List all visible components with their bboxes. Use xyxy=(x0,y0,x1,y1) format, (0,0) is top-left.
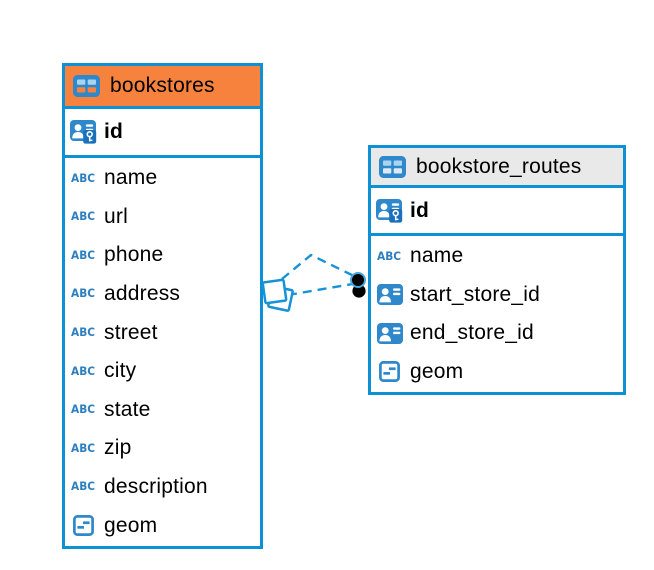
column-name: name xyxy=(104,166,158,190)
column-row-geom[interactable]: geom xyxy=(371,353,623,392)
relationship-line-lower[interactable] xyxy=(287,282,354,297)
relationship-source-marker[interactable] xyxy=(261,278,294,312)
primary-key-name: id xyxy=(410,198,430,222)
primary-key-name: id xyxy=(104,120,124,143)
column-row-url[interactable]: ABC url xyxy=(65,198,260,237)
column-name: street xyxy=(104,320,158,344)
relationship-target-marker[interactable] xyxy=(350,272,366,298)
column-name: end_store_id xyxy=(410,321,534,345)
reference-type-icon xyxy=(375,284,404,306)
column-row-city[interactable]: ABC city xyxy=(65,352,260,391)
column-name: url xyxy=(104,204,128,228)
table-icon xyxy=(378,155,407,178)
column-row-name[interactable]: ABC name xyxy=(65,159,260,198)
column-name: state xyxy=(104,397,151,421)
text-type-icon: ABC xyxy=(71,247,96,262)
relationship-line-upper[interactable] xyxy=(281,253,357,280)
column-name: name xyxy=(410,244,464,268)
column-name: description xyxy=(104,475,208,499)
column-name: start_store_id xyxy=(410,282,541,306)
primary-key-icon xyxy=(375,198,404,223)
table-icon xyxy=(72,75,101,97)
table-title: bookstores xyxy=(110,74,215,97)
column-row-name[interactable]: ABC name xyxy=(371,237,623,276)
text-type-icon: ABC xyxy=(377,248,402,263)
column-name: geom xyxy=(104,513,158,537)
column-list: ABC name ABC url ABC phone ABC address A… xyxy=(65,158,260,546)
column-row-street[interactable]: ABC street xyxy=(65,313,260,352)
column-row-geom[interactable]: geom xyxy=(65,506,260,545)
table-routes-header[interactable]: bookstore_routes xyxy=(371,148,623,188)
table-bookstores[interactable]: bookstores id ABC name ABC url ABC phone… xyxy=(62,63,263,549)
text-type-icon: ABC xyxy=(71,363,96,378)
primary-key-row[interactable]: id xyxy=(371,188,623,236)
column-name: phone xyxy=(104,243,164,267)
text-type-icon: ABC xyxy=(71,402,96,417)
text-type-icon: ABC xyxy=(71,170,96,185)
column-name: zip xyxy=(104,436,132,460)
column-name: address xyxy=(104,282,181,306)
column-row-start_store_id[interactable]: start_store_id xyxy=(371,276,623,315)
primary-key-row[interactable]: id xyxy=(65,109,260,158)
column-name: city xyxy=(104,359,137,383)
column-name: geom xyxy=(410,359,464,383)
text-type-icon: ABC xyxy=(71,479,96,494)
text-type-icon: ABC xyxy=(71,324,96,339)
column-row-state[interactable]: ABC state xyxy=(65,391,260,430)
column-row-phone[interactable]: ABC phone xyxy=(65,236,260,275)
geometry-type-icon xyxy=(69,515,98,537)
geometry-type-icon xyxy=(375,361,404,383)
table-bookstores-header[interactable]: bookstores xyxy=(65,66,260,109)
column-list: ABC name start_store_id end_store_id geo… xyxy=(371,236,623,392)
text-type-icon: ABC xyxy=(71,209,96,224)
text-type-icon: ABC xyxy=(71,440,96,455)
table-bookstore-routes[interactable]: bookstore_routes id ABC name xyxy=(368,145,626,395)
table-title: bookstore_routes xyxy=(416,154,582,178)
primary-key-icon xyxy=(69,120,98,144)
column-row-end_store_id[interactable]: end_store_id xyxy=(371,314,623,353)
reference-type-icon xyxy=(375,322,404,344)
text-type-icon: ABC xyxy=(71,286,96,301)
column-row-description[interactable]: ABC description xyxy=(65,468,260,507)
column-row-address[interactable]: ABC address xyxy=(65,275,260,314)
column-row-zip[interactable]: ABC zip xyxy=(65,429,260,468)
